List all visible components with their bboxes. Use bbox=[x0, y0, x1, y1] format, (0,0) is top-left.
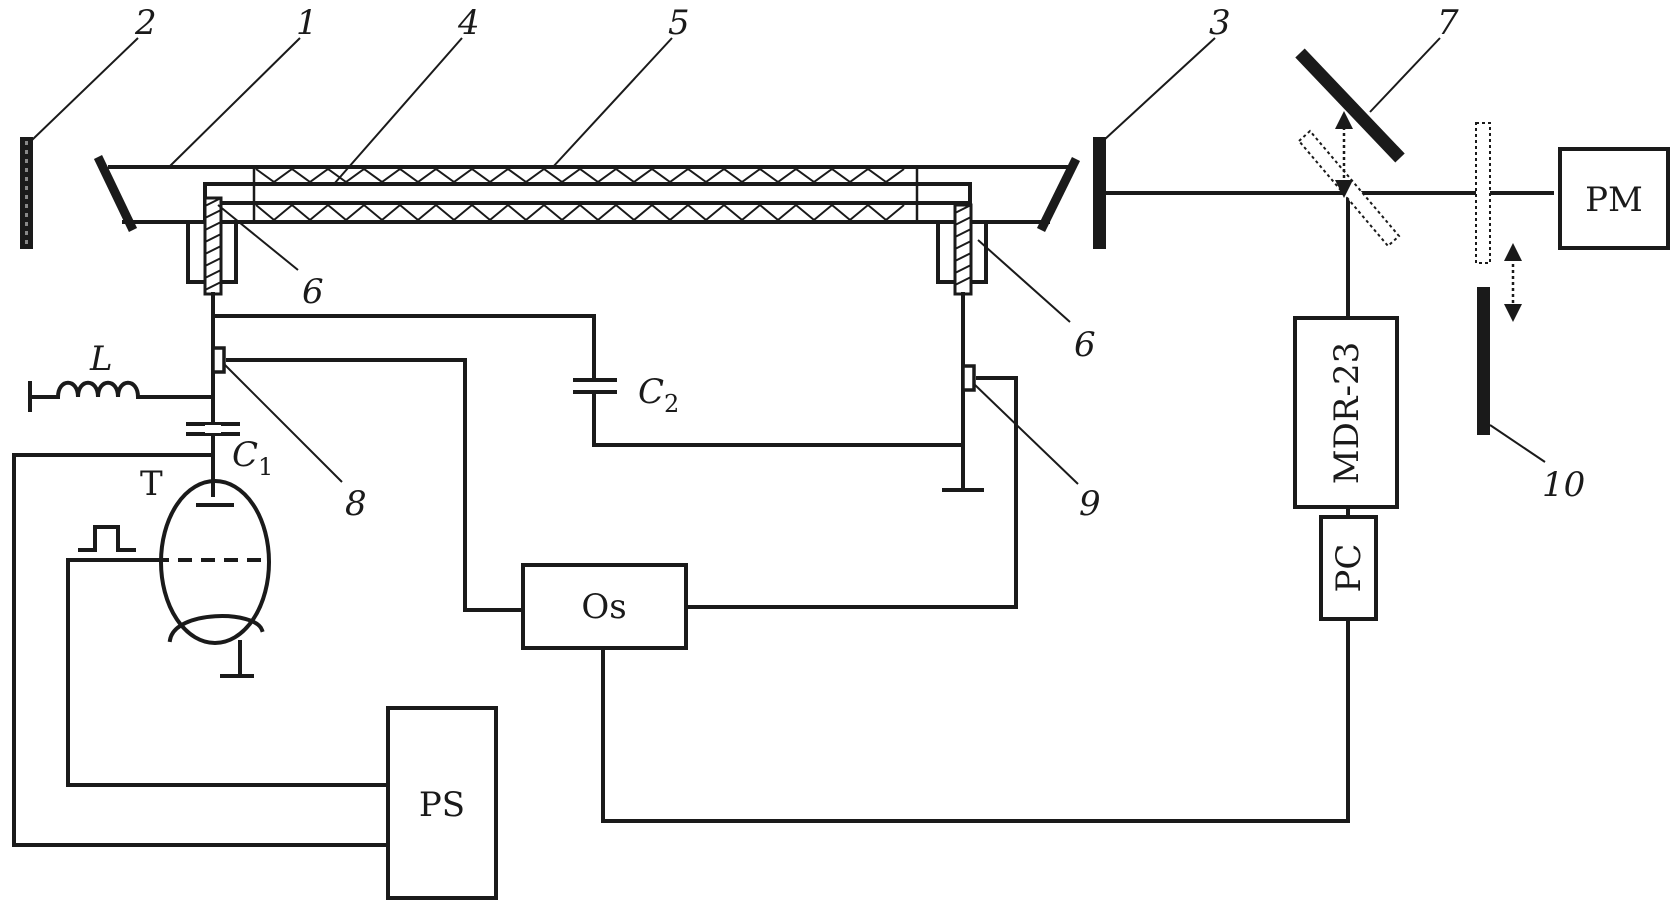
filter-10 bbox=[1477, 287, 1490, 435]
thyratron bbox=[155, 479, 271, 645]
power-meter-box bbox=[1558, 147, 1670, 250]
sensor-9 bbox=[961, 364, 976, 392]
circuit-wiring bbox=[12, 292, 1350, 847]
label-4: 4 bbox=[457, 3, 480, 43]
label-9: 9 bbox=[1079, 484, 1101, 524]
label-thyratron: T bbox=[140, 464, 163, 504]
mirror-7 bbox=[1295, 48, 1405, 163]
label-5: 5 bbox=[668, 3, 690, 43]
capacitor-c1 bbox=[186, 422, 240, 436]
monochromator-box bbox=[1293, 316, 1399, 509]
label-1: 1 bbox=[296, 3, 318, 43]
move-arrow-7 bbox=[1335, 111, 1353, 198]
label-c2: C bbox=[638, 372, 664, 412]
label-10: 10 bbox=[1542, 465, 1585, 505]
mirror-3 bbox=[1093, 137, 1106, 249]
label-8: 8 bbox=[345, 484, 367, 524]
label-6-left: 6 bbox=[302, 272, 324, 312]
capacitor-c2 bbox=[573, 378, 617, 394]
label-pm: PM bbox=[1585, 180, 1643, 220]
trigger-pulse-icon bbox=[78, 525, 136, 552]
insulation-layer bbox=[252, 165, 919, 224]
mirror-2 bbox=[20, 137, 33, 249]
label-ps: PS bbox=[419, 785, 465, 825]
inductor-coil bbox=[55, 380, 141, 400]
label-7: 7 bbox=[1437, 3, 1459, 43]
move-arrow-10 bbox=[1504, 243, 1522, 322]
leader-lines bbox=[31, 37, 1546, 485]
label-inductor: L bbox=[89, 339, 113, 379]
pc-box bbox=[1319, 515, 1378, 621]
label-mdr: MDR-23 bbox=[1327, 342, 1367, 484]
label-2: 2 bbox=[134, 3, 157, 43]
label-pc: PC bbox=[1329, 544, 1369, 593]
electrode-right bbox=[936, 203, 988, 296]
label-c1-sub: 1 bbox=[258, 453, 273, 481]
electrode-left bbox=[186, 196, 238, 296]
sensor-8 bbox=[211, 346, 226, 374]
label-6-right: 6 bbox=[1074, 325, 1096, 365]
label-c2-sub: 2 bbox=[664, 390, 679, 418]
label-c1: C bbox=[232, 435, 258, 475]
label-os: Os bbox=[581, 587, 626, 627]
power-supply-box bbox=[386, 706, 498, 900]
label-3: 3 bbox=[1209, 3, 1231, 43]
filter-dotted-position bbox=[1475, 122, 1491, 264]
beam-splitter-dotted bbox=[1297, 129, 1401, 248]
oscilloscope-box bbox=[521, 563, 688, 650]
